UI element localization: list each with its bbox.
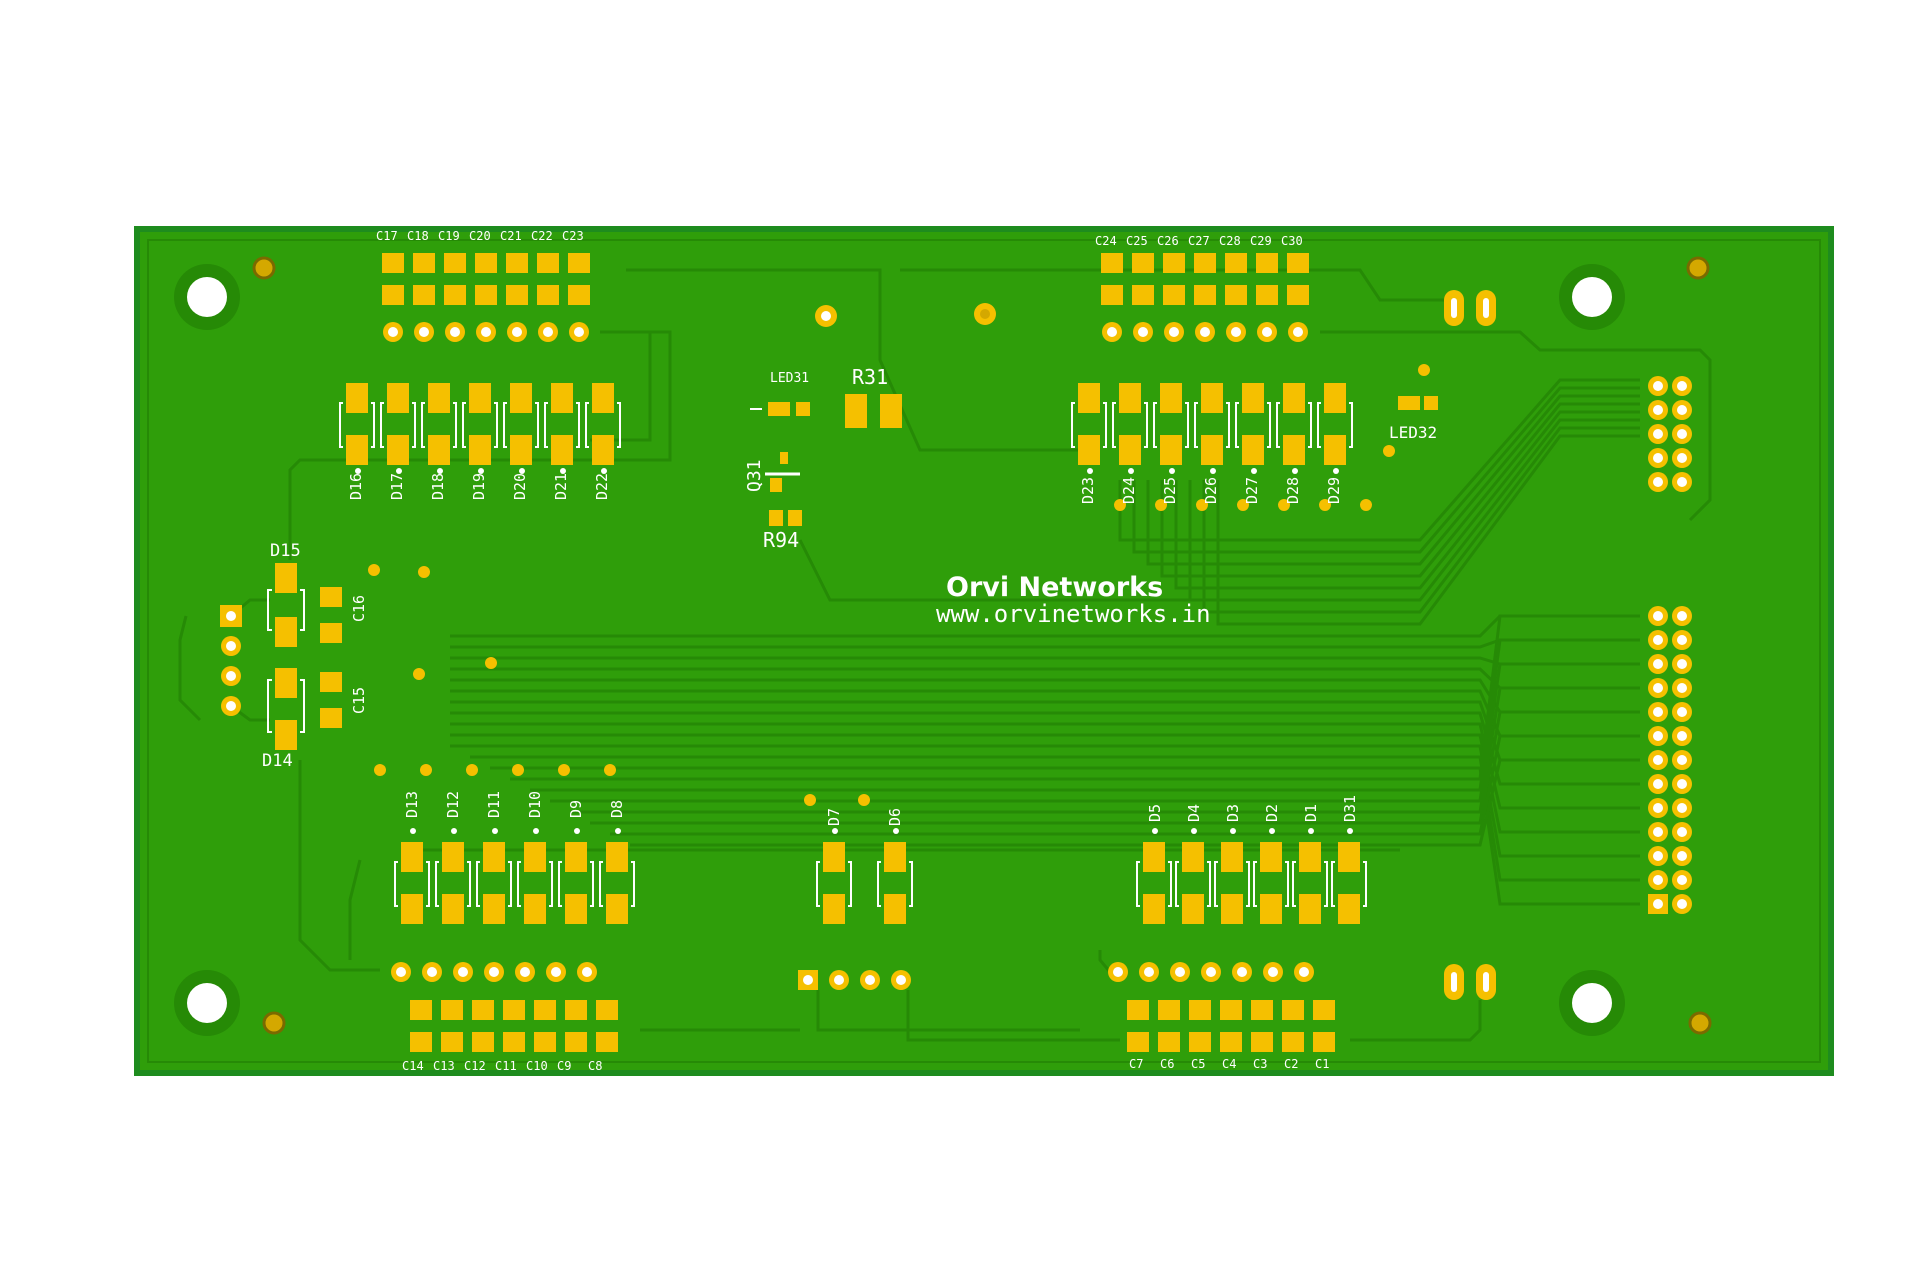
diode-label-d23: D23 [1079, 477, 1097, 504]
label-c16: C16 [350, 595, 368, 622]
cap-label-c22: C22 [531, 229, 553, 243]
brand-title: Orvi Networks [946, 572, 1163, 603]
label-r31: R31 [852, 365, 888, 389]
cap-label-c3: C3 [1253, 1057, 1267, 1071]
diode-label-d20: D20 [511, 473, 529, 500]
diode-label-d7: D7 [825, 808, 843, 826]
diode-label-d4: D4 [1185, 804, 1203, 822]
label-led31: LED31 [770, 371, 809, 386]
edge-connectors [1648, 376, 1692, 914]
diode-label-d19: D19 [470, 473, 488, 500]
cap-label-c5: C5 [1191, 1057, 1205, 1071]
diode-label-d28: D28 [1284, 477, 1302, 504]
label-r94: R94 [763, 528, 799, 552]
cap-label-c7: C7 [1129, 1057, 1143, 1071]
corner-vias [252, 256, 1712, 1035]
cap-label-c23: C23 [562, 229, 584, 243]
cap-label-c14: C14 [402, 1059, 424, 1073]
cap-label-c26: C26 [1157, 234, 1179, 248]
diode-label-d2: D2 [1263, 804, 1281, 822]
cap-label-c27: C27 [1188, 234, 1210, 248]
diode-label-d16: D16 [347, 473, 365, 500]
label-d15: D15 [270, 541, 301, 561]
diode-label-d26: D26 [1202, 477, 1220, 504]
cap-label-c21: C21 [500, 229, 522, 243]
label-q31: Q31 [744, 459, 765, 492]
diode-label-d6: D6 [886, 808, 904, 826]
diode-label-d1: D1 [1302, 804, 1320, 822]
cap-label-c13: C13 [433, 1059, 455, 1073]
cap-label-c29: C29 [1250, 234, 1272, 248]
cap-label-c4: C4 [1222, 1057, 1236, 1071]
cap-label-c25: C25 [1126, 234, 1148, 248]
cap-label-c1: C1 [1315, 1057, 1329, 1071]
cap-label-c17: C17 [376, 229, 398, 243]
cap-label-c20: C20 [469, 229, 491, 243]
diode-label-d22: D22 [593, 473, 611, 500]
cap-label-c10: C10 [526, 1059, 548, 1073]
label-led32: LED32 [1389, 423, 1437, 442]
label-d14: D14 [262, 751, 293, 771]
board-keepout-outline [147, 239, 1821, 1063]
cap-label-c30: C30 [1281, 234, 1303, 248]
diode-label-d11: D11 [485, 791, 503, 818]
cap-label-c19: C19 [438, 229, 460, 243]
diode-label-d24: D24 [1120, 477, 1138, 504]
cap-label-c12: C12 [464, 1059, 486, 1073]
diode-label-d8: D8 [608, 800, 626, 818]
component-pads [339, 253, 1372, 1052]
brand-url: www.orvinetworks.in [936, 600, 1211, 628]
diode-label-d31: D31 [1341, 795, 1359, 822]
diode-label-d3: D3 [1224, 804, 1242, 822]
diode-label-d21: D21 [552, 473, 570, 500]
board-surface [140, 232, 1828, 1070]
cap-label-c6: C6 [1160, 1057, 1174, 1071]
cap-label-c9: C9 [557, 1059, 571, 1073]
diode-label-d29: D29 [1325, 477, 1343, 504]
diode-label-d27: D27 [1243, 477, 1261, 504]
misc-components [220, 290, 1496, 1000]
diode-label-d9: D9 [567, 800, 585, 818]
diode-label-d17: D17 [388, 473, 406, 500]
diode-label-d10: D10 [526, 791, 544, 818]
cap-label-c18: C18 [407, 229, 429, 243]
diode-label-d5: D5 [1146, 804, 1164, 822]
diode-label-d13: D13 [403, 791, 421, 818]
mounting-holes [174, 264, 1625, 1036]
diode-label-d18: D18 [429, 473, 447, 500]
label-c15: C15 [350, 687, 368, 714]
cap-label-c11: C11 [495, 1059, 517, 1073]
cap-label-c2: C2 [1284, 1057, 1298, 1071]
cap-label-c8: C8 [588, 1059, 602, 1073]
copper-traces [178, 268, 1712, 1042]
cap-label-c24: C24 [1095, 234, 1117, 248]
misc-silk: LED31 R31 Q31 R94 LED32 D15 D14 C16 C15 … [262, 365, 1437, 771]
diode-label-d25: D25 [1161, 477, 1179, 504]
cap-label-c28: C28 [1219, 234, 1241, 248]
diode-label-d12: D12 [444, 791, 462, 818]
